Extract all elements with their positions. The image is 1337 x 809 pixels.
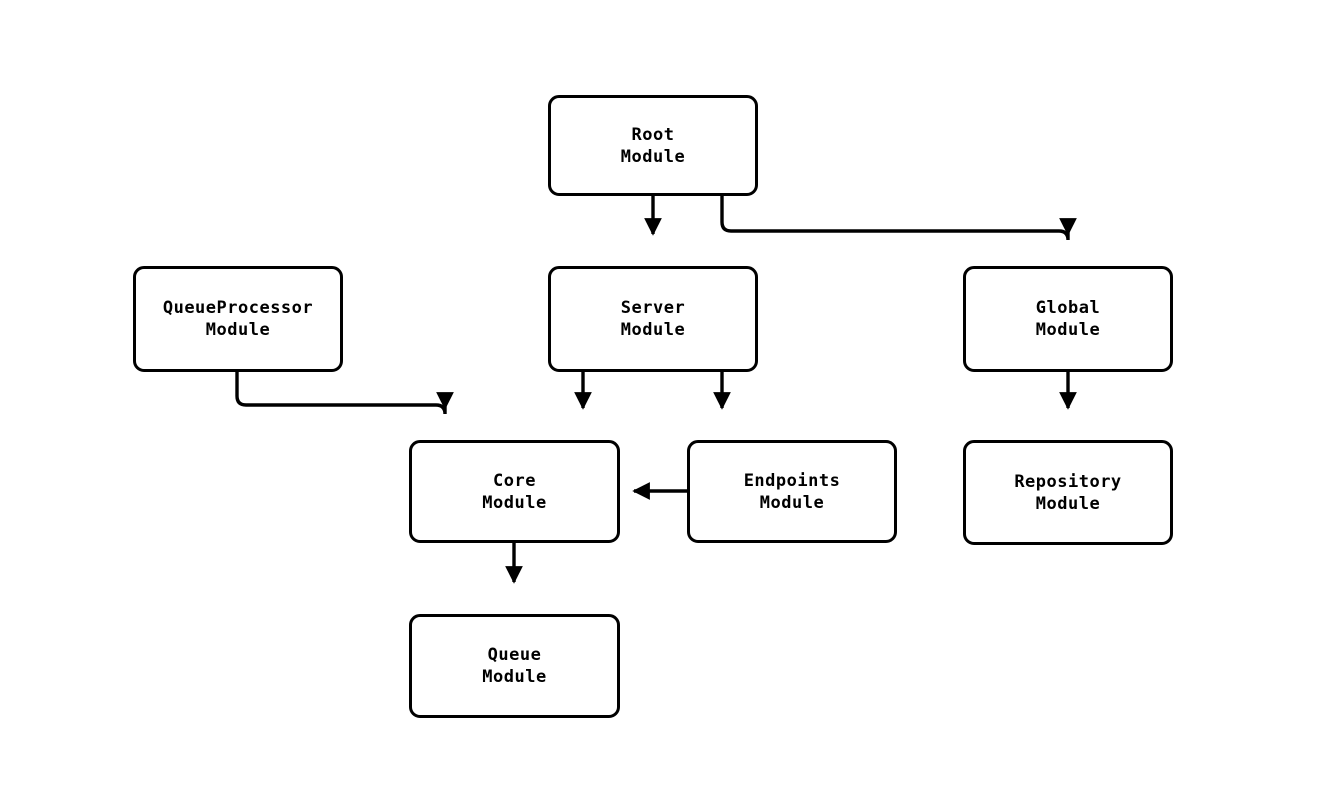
- node-global-label-line1: Global: [1035, 298, 1101, 318]
- edge-queueprocessor-core: [235, 372, 447, 415]
- node-core-label-line2: Module: [482, 492, 547, 513]
- node-endpoints-label-line1: Endpoints: [743, 470, 841, 491]
- node-queue-label-line1: Queue: [487, 645, 542, 665]
- node-core-label-line1: Core: [493, 470, 536, 491]
- node-queueprocessor-label-line2: Module: [205, 320, 271, 340]
- node-queue-label-line2: Module: [482, 667, 547, 687]
- node-server-label-line1: Server: [620, 298, 686, 318]
- node-root-label-line1: Root: [631, 124, 675, 145]
- node-repository-label-line2: Module: [1035, 493, 1101, 514]
- node-server-label-line2: Module: [620, 320, 686, 340]
- edge-root-global: [720, 196, 1070, 241]
- node-endpoints-label-line2: Module: [759, 492, 825, 513]
- node-global-label-line2: Module: [1035, 320, 1101, 340]
- node-root-label-line2: Module: [620, 146, 686, 167]
- node-queueprocessor-label-line1: QueueProcessor: [162, 298, 314, 318]
- node-repository-label-line1: Repository: [1014, 471, 1122, 492]
